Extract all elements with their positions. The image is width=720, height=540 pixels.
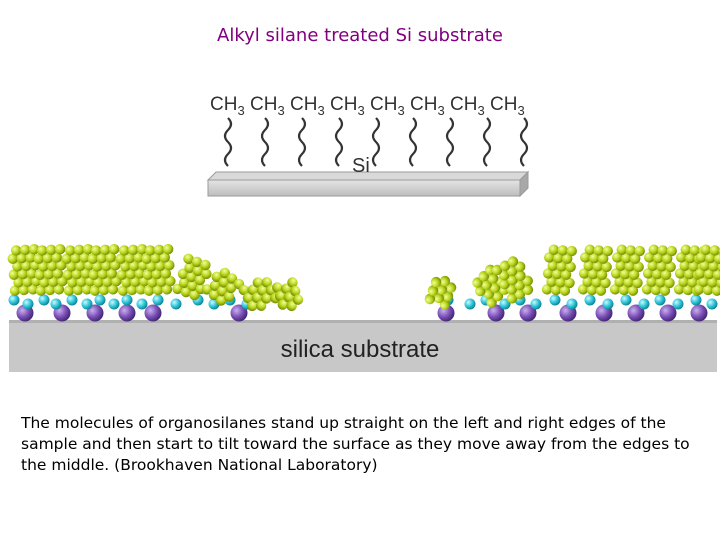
ch3-label: CH3 [290, 94, 325, 118]
oxygen-atom [23, 299, 34, 310]
oxygen-atom [122, 295, 133, 306]
oxygen-atom [550, 295, 561, 306]
alkyl-cluster [641, 244, 677, 297]
alkyl-cluster [609, 244, 645, 297]
bottom-schematic: silica substrate [7, 244, 720, 372]
oxygen-atom [109, 299, 120, 310]
oxygen-atom [9, 295, 20, 306]
ch3-label: CH3 [250, 94, 285, 118]
alkyl-cluster [141, 244, 177, 297]
ch3-label: CH3 [330, 94, 365, 118]
oxygen-atom [153, 295, 164, 306]
alkyl-cluster [271, 276, 306, 315]
organosilane-diagram: CH3CH3CH3CH3CH3CH3CH3CH3 Si silica subst… [0, 0, 720, 400]
alkyl-cluster [577, 244, 613, 297]
alkyl-chain [336, 118, 342, 166]
alkyl-chain [521, 118, 527, 166]
oxygen-atom [639, 299, 650, 310]
oxygen-atoms [9, 295, 718, 310]
si-label: Si [352, 155, 370, 177]
oxygen-atom [707, 299, 718, 310]
oxygen-atom [171, 299, 182, 310]
oxygen-atom [82, 299, 93, 310]
oxygen-atom [567, 299, 578, 310]
alkyl-chain [299, 118, 305, 166]
alkyl-cluster [423, 272, 459, 311]
alkyl-cluster [87, 244, 123, 297]
oxygen-atom [39, 295, 50, 306]
oxygen-atom [67, 295, 78, 306]
oxygen-atom [603, 299, 614, 310]
alkyl-chains [225, 118, 527, 166]
oxygen-atom [137, 299, 148, 310]
alkyl-cluster [541, 244, 577, 297]
alkyl-chain [373, 118, 379, 166]
alkyl-chain [225, 118, 231, 166]
alkyl-chain [484, 118, 490, 166]
oxygen-atom [95, 295, 106, 306]
oxygen-atom [655, 295, 666, 306]
ch3-label: CH3 [410, 94, 445, 118]
alkyl-chain [447, 118, 453, 166]
caption-text: The molecules of organosilanes stand up … [21, 413, 701, 476]
ch3-label: CH3 [210, 94, 245, 118]
oxygen-atom [465, 299, 476, 310]
silicon-atom [145, 305, 162, 322]
ch3-label: CH3 [370, 94, 405, 118]
oxygen-atom [673, 299, 684, 310]
silicon-atom [119, 305, 136, 322]
oxygen-atom [531, 299, 542, 310]
top-schematic: CH3CH3CH3CH3CH3CH3CH3CH3 Si [208, 94, 528, 196]
oxygen-atom [691, 295, 702, 306]
alkyl-chain [410, 118, 416, 166]
alkyl-chain [262, 118, 268, 166]
ch3-label: CH3 [450, 94, 485, 118]
oxygen-atom [621, 295, 632, 306]
ch3-label: CH3 [490, 94, 525, 118]
alkyl-cluster [33, 244, 69, 297]
silica-substrate-label: silica substrate [281, 336, 440, 363]
silicon-atom [691, 305, 708, 322]
ch3-label-row: CH3CH3CH3CH3CH3CH3CH3CH3 [210, 94, 525, 118]
oxygen-atom [51, 299, 62, 310]
oxygen-atom [585, 295, 596, 306]
